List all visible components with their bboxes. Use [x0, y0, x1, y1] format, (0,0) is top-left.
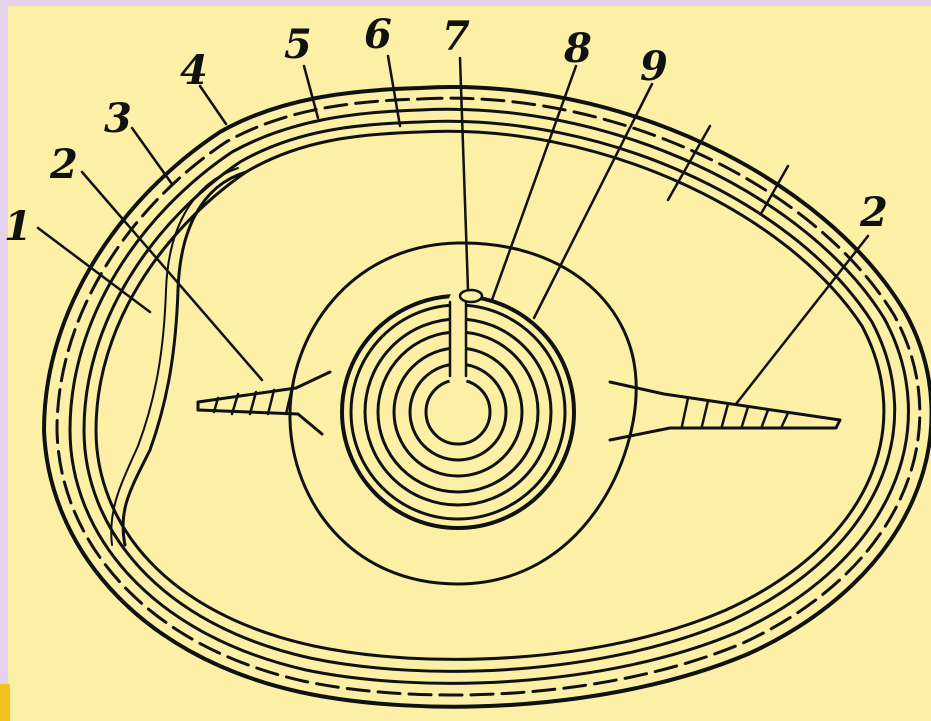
label-8: 8: [563, 25, 592, 72]
chalaza-right-twists: [682, 398, 788, 426]
label-2-left: 2: [49, 141, 78, 188]
label-5: 5: [284, 21, 312, 68]
label-4: 4: [180, 47, 208, 94]
label-7: 7: [442, 13, 470, 60]
air-cell-membrane: [123, 172, 246, 545]
label-3: 3: [104, 95, 132, 142]
pointer-2-right: [736, 236, 868, 404]
pointer-7: [460, 58, 468, 290]
label-9: 9: [640, 43, 668, 90]
yolk-ring-5: [426, 380, 490, 444]
label-1: 1: [4, 203, 32, 250]
pointer-3: [132, 128, 172, 184]
label-6: 6: [364, 11, 392, 58]
label-2-right: 2: [859, 189, 888, 236]
germinal-disc: [460, 290, 482, 302]
